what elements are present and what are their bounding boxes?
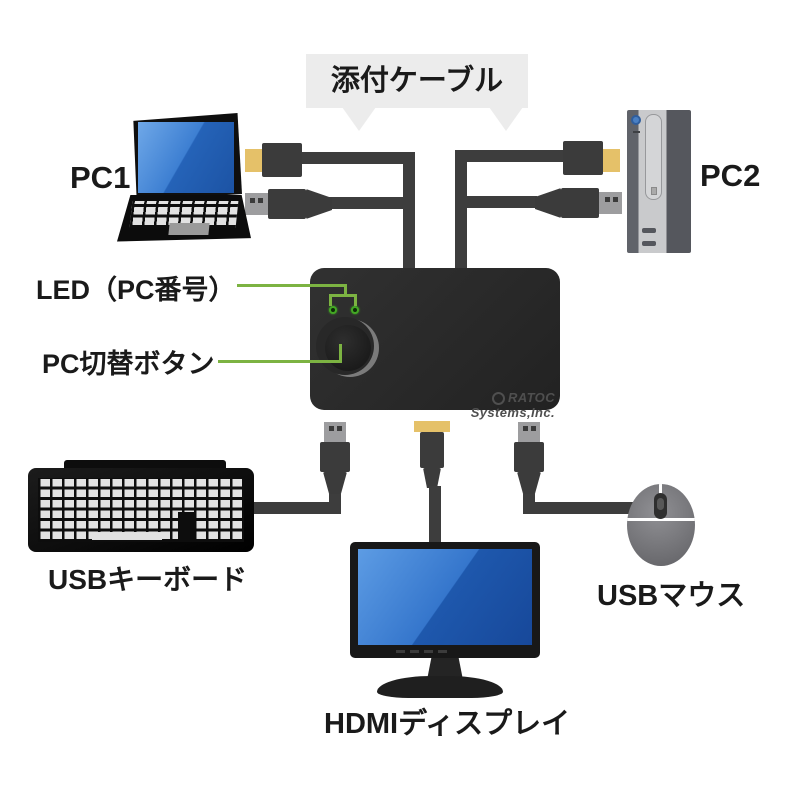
laptop-lid [133, 113, 242, 201]
usb-keyboard [28, 468, 254, 552]
ratoc-logo-icon [491, 392, 505, 406]
monitor-button [410, 650, 419, 653]
led-callout-connector [344, 286, 347, 296]
kvm-switch: RATOC Systems,Inc. [310, 268, 560, 420]
pc2-cable-vertical [455, 150, 467, 278]
pc2-led-icon [351, 306, 359, 314]
pc1-led-icon [329, 306, 337, 314]
usb-plug-pc2-neck [535, 188, 561, 218]
monitor-button [438, 650, 447, 653]
keyboard-key-gap [178, 512, 196, 540]
monitor-button [396, 650, 405, 653]
drive-eject-slot [651, 187, 657, 195]
usb-plug-mouse-tip [518, 422, 540, 442]
laptop-base [117, 195, 251, 242]
usb-plug-pc1-pin-hole [250, 198, 255, 203]
brand-logo: RATOC Systems,Inc. [405, 390, 555, 420]
hdmi-plug-display [420, 432, 444, 468]
hdmi-display [350, 542, 540, 658]
pc1-usb-cable-horizontal [328, 197, 415, 209]
desktop-tower [627, 110, 691, 253]
keyboard-keys [38, 478, 244, 542]
pc2-label: PC2 [700, 158, 761, 193]
usb-plug-mouse-pin-hole [523, 426, 528, 431]
brand-text: RATOC Systems,Inc. [470, 390, 555, 421]
usb-plug-keyboard-tip [324, 422, 346, 442]
usb-plug-pc2-pin-hole [605, 197, 610, 202]
hdmi-plug-display-tip [414, 421, 450, 432]
pc-switch-button [325, 325, 371, 371]
laptop-trackpad [168, 223, 210, 235]
hdmi-plug-pc2 [563, 141, 603, 175]
keyboard-label: USBキーボード [48, 564, 248, 595]
scroll-wheel-icon [654, 493, 667, 519]
usb-plug-pc1-tip [245, 193, 268, 215]
led-callout-bracket [329, 294, 357, 306]
tower-indicator [633, 131, 640, 133]
display-label: HDMIディスプレイ [324, 708, 571, 740]
button-callout-line [218, 360, 342, 363]
monitor-stand-base [377, 676, 503, 698]
pc2-usb-cable-horizontal [455, 196, 537, 208]
bubble-pointer-left [342, 107, 376, 131]
mouse-cable-horizontal [529, 502, 639, 514]
button-callout-label: PC切替ボタン [42, 349, 215, 379]
bubble-pointer-right [489, 107, 523, 131]
pc1-hdmi-cable-horizontal [300, 152, 415, 164]
power-button-icon [631, 115, 641, 125]
usb-mouse [627, 484, 695, 566]
usb-plug-keyboard-pin-hole [337, 426, 342, 431]
keyboard-spacebar [92, 532, 162, 540]
usb-plug-pc2-pin-hole [613, 197, 618, 202]
pc1-label: PC1 [70, 160, 131, 195]
front-usb-port [642, 228, 656, 233]
bubble-label: 添付ケーブル [330, 65, 504, 97]
mouse-label: USBマウス [597, 580, 746, 612]
monitor-screen [358, 549, 532, 645]
usb-plug-mouse-pin-hole [531, 426, 536, 431]
monitor-button [424, 650, 433, 653]
led-callout-label: LED（PC番号） [36, 275, 236, 305]
usb-plug-mouse [514, 442, 544, 472]
monitor-stand-neck [427, 658, 463, 680]
usb-plug-keyboard-pin-hole [329, 426, 334, 431]
usb-plug-pc1-pin-hole [258, 198, 263, 203]
keyboard-cable-horizontal [248, 502, 341, 514]
button-callout-connector [339, 344, 342, 363]
usb-plug-pc2-tip [599, 192, 622, 214]
usb-plug-keyboard [320, 442, 350, 472]
front-usb-port [642, 241, 656, 246]
hdmi-plug-pc2-tip [603, 149, 620, 172]
scroll-wheel-inner [657, 498, 664, 510]
hdmi-plug-display-neck [423, 468, 441, 488]
display-cable-vertical [429, 486, 441, 548]
led-callout-line [237, 284, 347, 287]
pc1-cable-vertical [403, 152, 415, 278]
optical-drive [645, 114, 662, 200]
usb-plug-pc1-neck [306, 189, 332, 219]
speech-bubble: 添付ケーブル [306, 54, 528, 108]
usb-plug-pc1 [268, 189, 306, 219]
hdmi-plug-pc1 [262, 143, 302, 177]
pc2-hdmi-cable-horizontal [455, 150, 565, 162]
usb-plug-pc2 [561, 188, 599, 218]
mouse-button-divider-horizontal [627, 518, 695, 521]
hdmi-plug-pc1-tip [245, 149, 262, 172]
laptop-screen [138, 122, 234, 193]
